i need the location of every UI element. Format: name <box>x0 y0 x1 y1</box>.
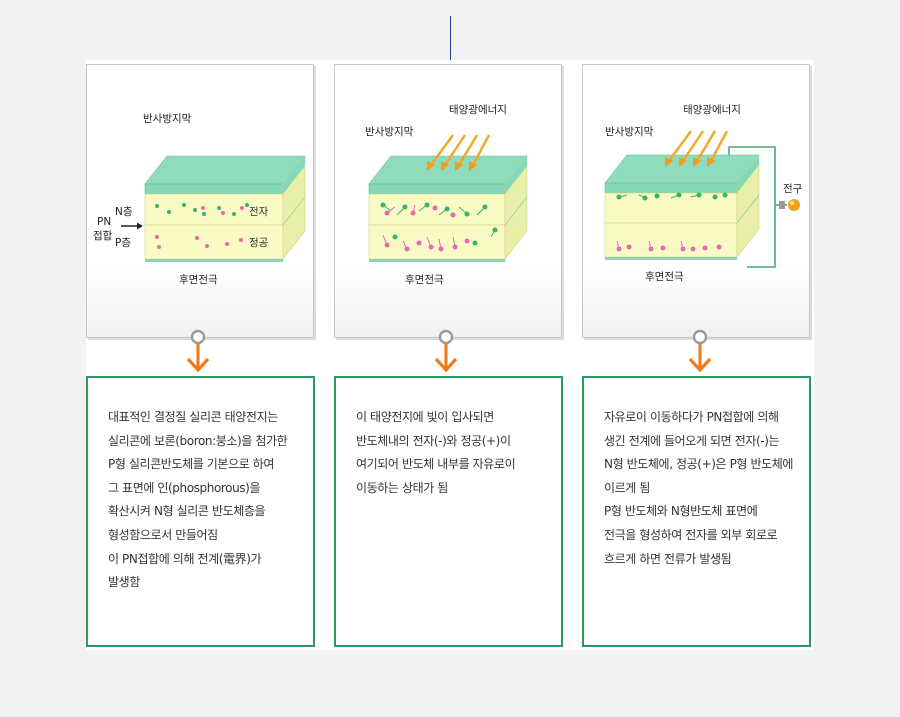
diagram-panel-light-absorption: 반사방지막 태양광에너지 후면전극 <box>334 64 562 338</box>
back-electrode-bar <box>145 259 283 262</box>
description-line: 반도체내의 전자(-)와 정공(+)이 <box>356 433 511 448</box>
description-line: 여기되어 반도체 내부를 자유로이 <box>356 457 516 472</box>
description-line: N형 반도체에, 정공(+)은 P형 반도체에 <box>604 457 794 472</box>
label-anti-reflective: 반사방지막 <box>365 126 414 138</box>
description-line: 이 PN접합에 의해 전계(電界)가 <box>108 551 262 566</box>
circle-arrow-down-icon <box>186 329 210 373</box>
description-line: 발생함 <box>108 575 140 590</box>
circle-arrow-down-icon <box>688 329 712 373</box>
solar-cell-diagram-2: 반사방지막 태양광에너지 후면전극 <box>365 104 528 286</box>
diagram-panel-pn-junction: 반사방지막 N층 P층 PN 접합 전자 정공 후면전극 <box>86 64 314 338</box>
front-face-coating <box>144 183 284 195</box>
pn-junction-arrow-icon <box>137 222 143 230</box>
label-solar-energy: 태양광에너지 <box>683 104 741 116</box>
description-line: 확산시켜 N형 실리콘 반도체층을 <box>108 504 266 519</box>
description-line: P형 반도체와 N형반도체 표면에 <box>604 504 758 519</box>
top-divider-line <box>450 16 451 76</box>
label-junction: 접합 <box>93 230 113 242</box>
label-solar-energy: 태양광에너지 <box>449 104 507 116</box>
label-bulb: 전구 <box>783 183 803 195</box>
label-p-layer: P층 <box>115 237 131 249</box>
hole-dots <box>382 204 470 252</box>
diagram-panel-current-flow: 반사방지막 태양광에너지 전구 후면전극 <box>582 64 810 338</box>
hole-dots <box>616 240 722 252</box>
electron-dots <box>616 192 728 201</box>
sunlight-arrows-icon <box>665 130 729 167</box>
light-bulb-icon <box>779 199 800 211</box>
description-box-3: 자유로이 이동하다가 PN접합에 의해 생긴 전계에 들어오게 되면 전자(-)… <box>582 376 811 647</box>
sunlight-arrows-icon <box>427 134 491 171</box>
label-anti-reflective: 반사방지막 <box>605 126 654 138</box>
description-line: 생긴 전계에 들어오게 되면 전자(-)는 <box>604 433 780 448</box>
label-n-layer: N층 <box>115 206 133 218</box>
circle-arrow-down-icon <box>434 329 458 373</box>
hole-dots <box>155 206 244 249</box>
description-line: P형 실리콘반도체를 기본으로 하여 <box>108 457 275 472</box>
label-hole: 정공 <box>249 237 269 249</box>
label-electron: 전자 <box>249 206 269 218</box>
description-box-1: 대표적인 결정질 실리콘 태양전지는 실리콘에 보론(boron:붕소)을 첨가… <box>86 376 315 647</box>
label-back-electrode: 후면전극 <box>645 271 684 283</box>
label-back-electrode: 후면전극 <box>179 274 218 286</box>
description-line: 대표적인 결정질 실리콘 태양전지는 <box>108 410 278 424</box>
external-circuit-wire <box>728 146 776 268</box>
electron-dots <box>380 202 498 246</box>
description-line: 전극을 형성하여 전자를 외부 회로로 <box>604 527 778 542</box>
solar-cell-diagram-3: 반사방지막 태양광에너지 전구 후면전극 <box>604 104 803 283</box>
description-line: 자유로이 이동하다가 PN접합에 의해 <box>604 410 779 424</box>
label-back-electrode: 후면전극 <box>405 274 444 286</box>
solar-cell-diagram-1: 반사방지막 N층 P층 PN 접합 전자 정공 후면전극 <box>93 113 306 286</box>
description-line: 그 표면에 인(phosphorous)을 <box>108 480 261 495</box>
label-anti-reflective: 반사방지막 <box>143 113 192 125</box>
description-box-2: 이 태양전지에 빛이 입사되면 반도체내의 전자(-)와 정공(+)이 여기되어… <box>334 376 563 647</box>
description-line: 흐르게 하면 전류가 발생됨 <box>604 551 732 566</box>
electron-dots <box>155 203 249 216</box>
description-line: 이 태양전지에 빛이 입사되면 <box>356 410 494 424</box>
description-line: 이르게 됨 <box>604 480 650 495</box>
description-line: 실리콘에 보론(boron:붕소)을 첨가한 <box>108 433 288 448</box>
label-pn: PN <box>97 216 111 228</box>
description-line: 형성함으로서 만들어짐 <box>108 527 218 542</box>
description-line: 이동하는 상태가 됨 <box>356 480 448 495</box>
front-face-n-layer <box>144 193 284 226</box>
